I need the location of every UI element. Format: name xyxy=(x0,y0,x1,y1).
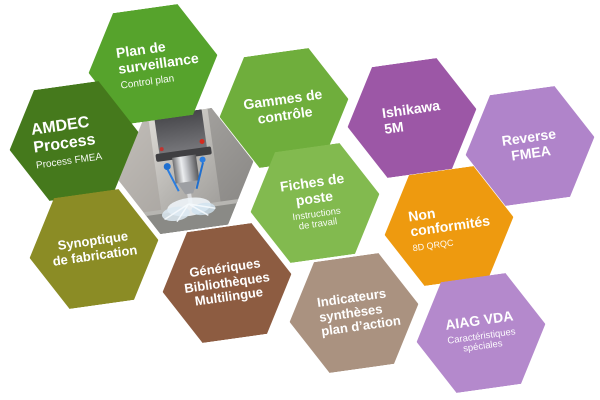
hexagon-title-indicateurs-syntheses-plan-d-action: Indicateurs synthèses plan d’action xyxy=(316,285,402,339)
hexagon-indicateurs-syntheses-plan-d-action: Indicateurs synthèses plan d’action xyxy=(282,248,426,377)
hexagon-title-synoptique-de-fabrication: Synoptique de fabrication xyxy=(51,228,139,269)
hexagon-title-ishikawa-5m: Ishikawa 5M xyxy=(380,97,441,137)
hexagon-title-reverse-fmea: Reverse FMEA xyxy=(500,125,557,164)
hexagon-subtitle-8d-qrqc: 8D QRQC xyxy=(412,237,455,254)
hexagon-title-amdec-process: AMDEC Process xyxy=(29,113,97,157)
hexagon-aiag-vda: AIAG VDA Caractéristiques spéciales xyxy=(409,268,553,397)
hexagon-title-generiques-bibliotheques-multilingue: Génériques Bibliothèques Multilingue xyxy=(183,255,271,309)
hexagon-title-non-conformites: Non conformités xyxy=(407,204,491,240)
hexagon-title-gammes-de-controle: Gammes de contrôle xyxy=(242,85,324,127)
hexagon-ishikawa-5m: Ishikawa 5M xyxy=(340,53,484,182)
hexagon-title-plan-de-surveillance: Plan de surveillance xyxy=(115,38,200,77)
hexagon-subtitle-instructions-de-travail: Instructions de travail xyxy=(291,205,342,233)
